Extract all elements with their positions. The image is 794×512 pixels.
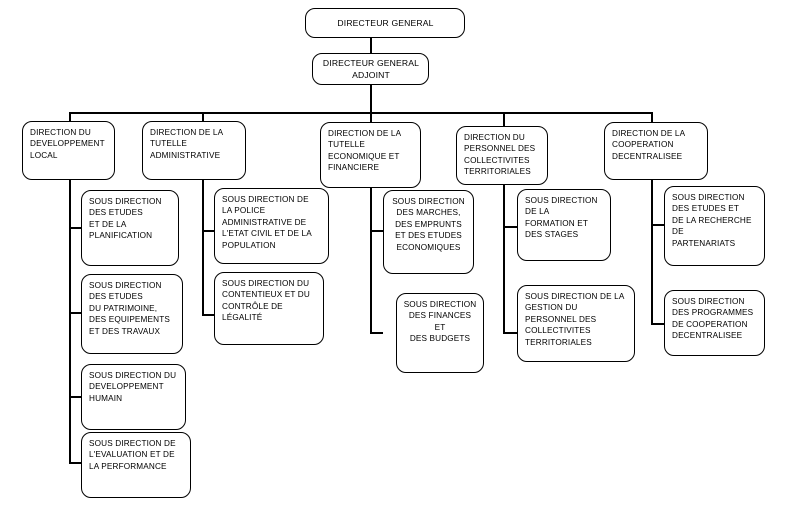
connector-dir4-spine — [503, 185, 505, 333]
node-sd-contentieux-controle-legalite[interactable]: SOUS DIRECTION DU CONTENTIEUX ET DU CONT… — [214, 272, 324, 345]
connector-dir5-to-sd5-2 — [651, 323, 664, 325]
connector-dir1-spine — [69, 180, 71, 463]
connector-dir4-to-sd4-2 — [503, 332, 517, 334]
connector-dir1-to-sd1-4 — [69, 462, 81, 464]
node-sd-marches-emprunts-etudes-economiques[interactable]: SOUS DIRECTION DES MARCHES, DES EMPRUNTS… — [383, 190, 474, 274]
connector-dir3-to-sd3-1 — [370, 230, 383, 232]
connector-dir3-spine — [370, 188, 372, 333]
node-sd-developpement-humain[interactable]: SOUS DIRECTION DU DEVELOPPEMENT HUMAIN — [81, 364, 186, 430]
connector-dir1-to-sd1-2 — [69, 312, 81, 314]
connector-dir4-to-sd4-1 — [503, 226, 517, 228]
node-direction-tutelle-administrative[interactable]: DIRECTION DE LA TUTELLE ADMINISTRATIVE — [142, 121, 246, 180]
connector-dga-to-bus — [370, 85, 372, 113]
connector-dir2-to-sd2-1 — [202, 230, 214, 232]
node-direction-developpement-local[interactable]: DIRECTION DU DEVELOPPEMENT LOCAL — [22, 121, 115, 180]
connector-bus-to-dir3 — [370, 112, 372, 122]
node-directeur-general-adjoint[interactable]: DIRECTEUR GENERAL ADJOINT — [312, 53, 429, 85]
node-sd-police-administrative-etat-civil-population[interactable]: SOUS DIRECTION DE LA POLICE ADMINISTRATI… — [214, 188, 329, 264]
node-direction-cooperation-decentralisee[interactable]: DIRECTION DE LA COOPERATION DECENTRALISE… — [604, 122, 708, 180]
node-directeur-general[interactable]: DIRECTEUR GENERAL — [305, 8, 465, 38]
connector-dir5-to-sd5-1 — [651, 224, 664, 226]
node-direction-personnel-collectivites-territoriales[interactable]: DIRECTION DU PERSONNEL DES COLLECTIVITES… — [456, 126, 548, 185]
node-direction-tutelle-economique-financiere[interactable]: DIRECTION DE LA TUTELLE ECONOMIQUE ET FI… — [320, 122, 421, 188]
connector-dir5-spine — [651, 180, 653, 324]
node-sd-formation-stages[interactable]: SOUS DIRECTION DE LA FORMATION ET DES ST… — [517, 189, 611, 261]
node-sd-etudes-planification[interactable]: SOUS DIRECTION DES ETUDES ET DE LA PLANI… — [81, 190, 179, 266]
connector-bus-to-dir4 — [503, 112, 505, 126]
connector-bus-to-dir2 — [202, 112, 204, 122]
connector-dir1-to-sd1-1 — [69, 227, 81, 229]
node-sd-finances-budgets[interactable]: SOUS DIRECTION DES FINANCES ET DES BUDGE… — [396, 293, 484, 373]
connector-department-bus — [69, 112, 652, 114]
node-sd-etudes-patrimoine-equipements-travaux[interactable]: SOUS DIRECTION DES ETUDES DU PATRIMOINE,… — [81, 274, 183, 354]
connector-bus-to-dir5 — [651, 112, 653, 122]
node-sd-gestion-personnel-collectivites-territoriales[interactable]: SOUS DIRECTION DE LA GESTION DU PERSONNE… — [517, 285, 635, 362]
node-sd-programmes-cooperation-decentralisee[interactable]: SOUS DIRECTION DES PROGRAMMES DE COOPERA… — [664, 290, 765, 356]
connector-bus-to-dir1 — [69, 112, 71, 122]
connector-dg-to-dga — [370, 38, 372, 53]
connector-dir3-to-sd3-2 — [370, 332, 383, 334]
node-sd-etudes-recherche-partenariats[interactable]: SOUS DIRECTION DES ETUDES ET DE LA RECHE… — [664, 186, 765, 266]
connector-dir2-to-sd2-2 — [202, 314, 214, 316]
connector-dir1-to-sd1-3 — [69, 396, 81, 398]
node-sd-evaluation-performance[interactable]: SOUS DIRECTION DE L'EVALUATION ET DE LA … — [81, 432, 191, 498]
connector-dir2-spine — [202, 180, 204, 315]
